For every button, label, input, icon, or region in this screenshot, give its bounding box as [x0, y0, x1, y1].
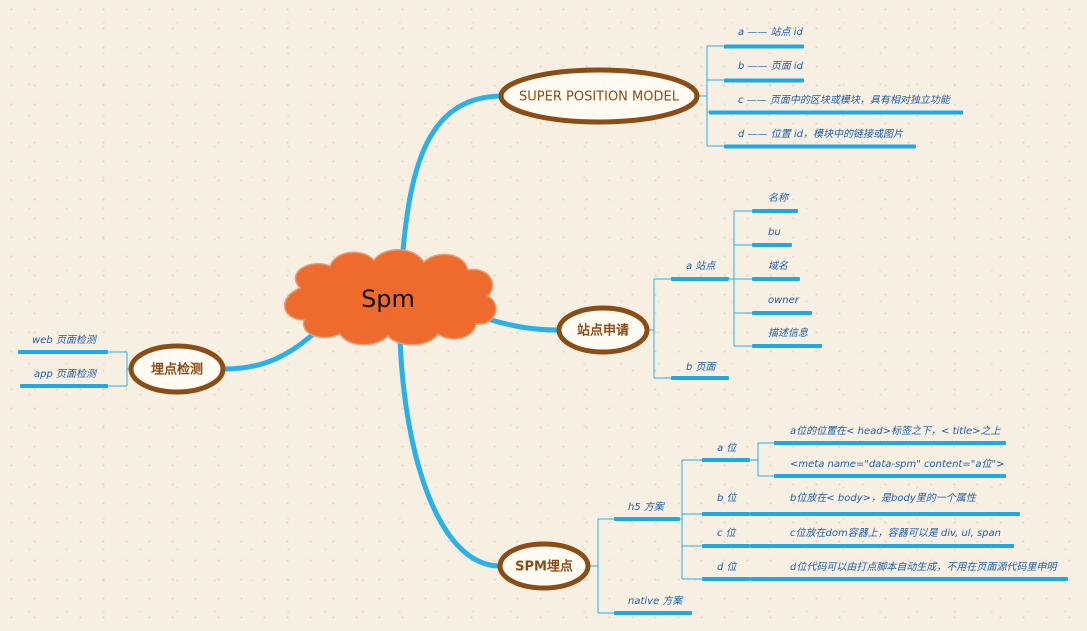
- node-site-apply[interactable]: 站点申请: [556, 305, 650, 355]
- spm-label: SPM埋点: [515, 559, 573, 575]
- center-label: Spm: [361, 285, 415, 313]
- branch-super: [399, 93, 503, 265]
- spm-d-label: d 位: [717, 561, 738, 573]
- spm-c-label: c 位: [717, 527, 737, 539]
- super-item-c: c —— 页面中的区块或模块，具有相对独立功能: [738, 94, 951, 106]
- spm-a-item-1: a位的位置在< head>标签之下，< title>之上: [790, 425, 1002, 437]
- super-item-a: a —— 站点 id: [738, 26, 803, 38]
- node-spm-track[interactable]: SPM埋点: [497, 541, 591, 591]
- site-item-desc: 描述信息: [768, 327, 808, 339]
- spm-d-item: d位代码可以由打点脚本自动生成，不用在页面源代码里申明: [790, 561, 1058, 573]
- spm-native-label: native 方案: [628, 595, 684, 607]
- site-a-label: a 站点: [686, 260, 716, 272]
- spm-b-label: b 位: [717, 492, 738, 504]
- node-super-position-model[interactable]: SUPER POSITION MODEL: [498, 67, 700, 125]
- node-track-detect[interactable]: 埋点检测: [128, 343, 226, 395]
- branch-track: [222, 327, 321, 372]
- track-label: 埋点检测: [151, 362, 203, 378]
- super-label: SUPER POSITION MODEL: [519, 90, 680, 105]
- cloud-shape: [283, 249, 497, 346]
- site-item-name: 名称: [768, 192, 790, 204]
- site-item-owner: owner: [768, 295, 800, 306]
- branch-spm: [397, 337, 503, 569]
- spm-a-label: a 位: [717, 442, 737, 454]
- spm-b-item: b位放在< body>，是body里的一个属性: [790, 492, 977, 504]
- site-label: 站点申请: [577, 323, 629, 339]
- super-item-d: d —— 位置 id，模块中的链接或图片: [738, 128, 904, 140]
- track-item-app: app 页面检测: [34, 368, 98, 380]
- center-cloud-node[interactable]: Spm: [283, 249, 497, 346]
- super-item-b: b —— 页面 id: [738, 61, 804, 72]
- spm-c-item: c位放在dom容器上，容器可以是 div, ul, span: [790, 527, 1001, 539]
- spm-a-item-2: <meta name="data-spm" content="a位">: [790, 458, 1004, 470]
- site-item-domain: 域名: [768, 260, 789, 272]
- site-b-label: b 页面: [686, 362, 718, 373]
- spm-h5-label: h5 方案: [628, 501, 666, 513]
- track-item-web: web 页面检测: [32, 334, 98, 346]
- site-item-bu: bu: [768, 227, 781, 238]
